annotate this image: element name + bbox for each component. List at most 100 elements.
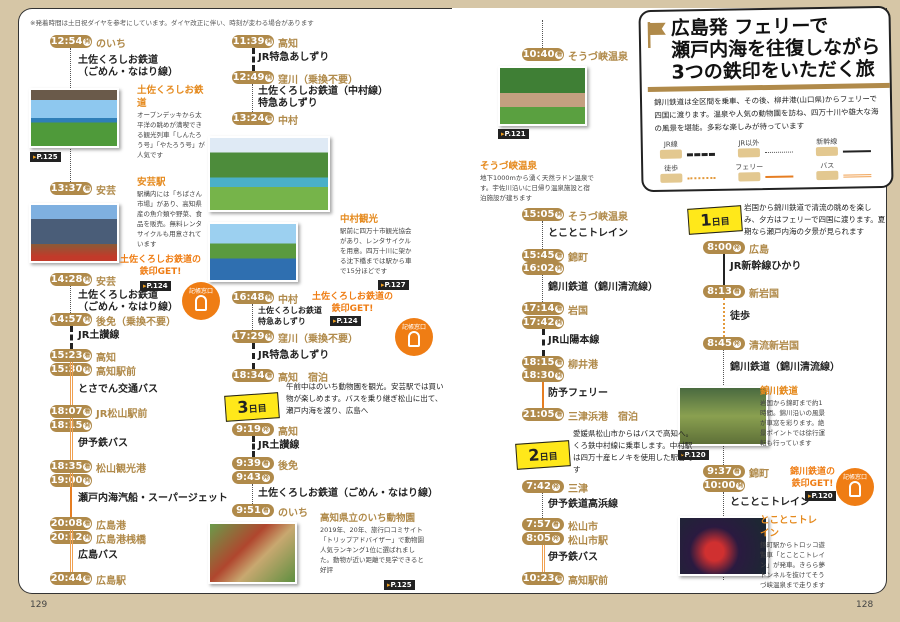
caption-title: 安芸駅	[137, 177, 166, 188]
route-line-jr	[542, 329, 545, 356]
time-text: 12:54	[50, 36, 83, 47]
station-name: 錦町	[568, 253, 588, 264]
time-suffix: 発	[83, 276, 92, 284]
station-name: 高知	[278, 39, 298, 50]
time-text: 17:14	[522, 303, 555, 314]
time-suffix: 着	[555, 575, 564, 583]
time-suffix: 発	[732, 340, 741, 348]
page-reference: P.125	[384, 580, 415, 590]
station-name: 中村	[278, 116, 298, 127]
time-text: 8:13	[707, 286, 732, 297]
tetsuin-get: 土佐くろしお鉄道の 鉄印GET!	[312, 292, 394, 314]
time-text: 14:57	[50, 314, 83, 325]
route-name: JR特急あしずり	[258, 52, 330, 63]
route-name: 錦川鉄道（錦川清流線）	[730, 362, 840, 373]
route-name: とことこトレイン	[548, 228, 628, 239]
time-suffix: 発	[736, 482, 745, 490]
time-text: 9:39	[236, 458, 261, 469]
time-text: 17:29	[232, 331, 265, 342]
time-suffix: 着	[555, 359, 564, 367]
caption-text: 錦町駅からトロッコ遊覧車「とことこトレイン」が発車。きらら夢トンネルを抜けてそう…	[760, 541, 825, 589]
time-suffix: 着	[83, 520, 92, 528]
caption-title: 錦川鉄道	[760, 386, 799, 397]
caption-text: 駅前に四万十市観光協会があり、レンタサイクルを用意。四万十川に架かる沈下橋までは…	[340, 227, 412, 275]
route-line-jr	[252, 436, 255, 457]
day-description: 午前中はのいち動物園を観光。安芸駅では買い物が楽しめます。バスを乗り継ぎ松山に出…	[286, 382, 444, 415]
route-name: 瀬戸内海汽船・スーパージェット	[78, 493, 228, 504]
route-name: 土佐くろしお鉄道 （ごめん・なはり線）	[78, 55, 178, 78]
stamp-icon: 記帳窓口	[395, 318, 433, 356]
day-number: 1	[699, 210, 713, 230]
time-suffix: 着	[261, 460, 270, 468]
page-reference: P.121	[498, 129, 529, 139]
station-name: JR松山駅前	[96, 409, 148, 420]
station-name: 新岩国	[749, 289, 779, 300]
route-line-nonjr	[542, 20, 545, 48]
route-name: 伊予鉄バス	[78, 438, 128, 449]
time-suffix: 発	[265, 294, 274, 302]
time-text: 18:34	[232, 370, 265, 381]
legend-label: JR線	[663, 140, 678, 149]
station-name: 広島港	[96, 521, 126, 532]
onsen-photo	[498, 66, 587, 126]
route-name: 防予フェリー	[548, 388, 608, 399]
time-text: 10:00	[703, 480, 736, 491]
legend-label: フェリー	[735, 163, 764, 172]
time-text: 16:02	[522, 263, 555, 274]
route-line-nonjr	[252, 304, 255, 330]
stamp-glyph	[195, 295, 207, 311]
legend-label: JR以外	[738, 139, 760, 148]
time-text: 17:42	[522, 317, 555, 328]
caption: とことこトレイン錦町駅からトロッコ遊覧車「とことこトレイン」が発車。きらら夢トン…	[760, 514, 825, 590]
route-line-bus	[70, 362, 73, 376]
station-name: 清流新岩国	[749, 341, 799, 352]
time-suffix: 着	[555, 252, 564, 260]
time-suffix: 着	[83, 185, 92, 193]
time-text: 18:15	[50, 420, 83, 431]
route-name: 土佐くろしお鉄道（中村線） 特急あしずり	[258, 86, 388, 109]
time-text: 18:35	[50, 461, 83, 472]
time-suffix: 発	[265, 333, 274, 341]
caption-text: 駅構内には「ちばさん市場」があり、高知県産の魚介類や野菜、食品を販売。無料レンタ…	[137, 190, 202, 248]
time-text: 15:45	[522, 250, 555, 261]
route-name: 錦川鉄道（錦川清流線）	[548, 282, 658, 293]
route-name: 広島バス	[78, 550, 118, 561]
legend-line-jr	[686, 152, 715, 157]
flag-icon	[647, 22, 666, 49]
route-line-nonjr	[542, 493, 545, 518]
caption: 錦川鉄道岩国から錦町まで約1時間。錦川沿いの風景が車窓を彩ります。絶景ポイントで…	[760, 385, 825, 448]
station-name: 窪川（乗換不要）	[278, 334, 358, 345]
caption-text: 岩国から錦町まで約1時間。錦川沿いの風景が車窓を彩ります。絶景ポイントでは徐行運…	[760, 399, 825, 447]
route-line-nonjr	[252, 84, 255, 112]
route-name: JR特急あしずり	[258, 350, 330, 361]
time-suffix: 着	[732, 288, 741, 296]
time-suffix: 発	[265, 38, 274, 46]
time-text: 9:19	[236, 424, 261, 435]
route-line-bus	[542, 545, 545, 572]
station-name: 高知駅前	[568, 576, 608, 587]
time-suffix: 着	[83, 575, 92, 583]
time-text: 9:37	[707, 466, 732, 477]
route-name: 土佐くろしお鉄道 特急あしずり	[258, 306, 322, 326]
shimanto-river-photo	[208, 136, 330, 212]
time-suffix: 着	[83, 408, 92, 416]
day-unit: 日目	[711, 216, 731, 229]
time-text: 8:00	[707, 242, 732, 253]
station-name: 窪川（乗換不要）	[278, 75, 358, 86]
vehicle-icon	[816, 170, 839, 181]
station-name: 高知	[278, 427, 298, 438]
time-suffix: 発	[83, 534, 92, 542]
time-suffix: 発	[83, 38, 92, 46]
legend-label: 徒歩	[664, 164, 679, 173]
